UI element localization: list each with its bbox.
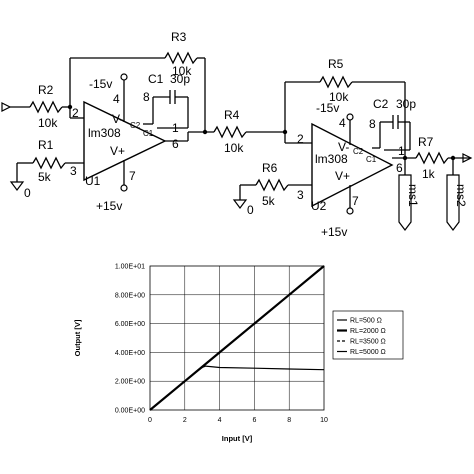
x-tick-label: 10 — [320, 417, 328, 424]
supply-pos-terminal — [120, 184, 128, 192]
r2-value: 10k — [38, 116, 58, 130]
x-tick-label: 8 — [287, 417, 291, 424]
comp1-label-2: C1 — [366, 155, 377, 164]
vminus-label-2: V- — [338, 140, 349, 154]
pin2-label-2: 2 — [297, 132, 304, 146]
ground-symbol-2 — [232, 199, 248, 209]
y-tick-label: 4.00E+00 — [115, 350, 145, 357]
supply-pos-label-2: +15v — [321, 225, 347, 239]
comp2-label: C2 — [130, 121, 141, 130]
supply-neg-label: -15v — [89, 77, 112, 91]
resistor-r5 — [319, 75, 353, 89]
r4-value: 10k — [224, 141, 244, 155]
resistor-r2 — [29, 100, 63, 114]
resistor-r1 — [32, 156, 66, 170]
vplus-label: V+ — [110, 144, 125, 158]
y-tick-label: 6.00E+00 — [115, 321, 145, 328]
pin7-label: 7 — [129, 169, 136, 183]
unit-label: U1 — [85, 174, 101, 188]
y-tick-label: 1.00E+01 — [115, 264, 145, 271]
pin4-label: 4 — [113, 92, 120, 106]
input-terminal — [1, 102, 12, 112]
stage1-circuit — [1, 51, 214, 192]
x-tick-label: 0 — [148, 417, 152, 424]
pin2-label: 2 — [72, 106, 79, 120]
x-axis-title: Input [V] — [222, 434, 253, 443]
y-tick-label: 2.00E+00 — [115, 379, 145, 386]
series-line-4 — [149, 265, 325, 411]
supply-pos-label: +15v — [96, 199, 122, 213]
output-terminal — [462, 153, 473, 163]
pin8-label: 8 — [143, 90, 150, 104]
ground-label: 0 — [24, 186, 31, 200]
r2-name: R2 — [38, 83, 54, 97]
supply-neg-label-2: -15v — [316, 101, 339, 115]
r7-name: R7 — [418, 135, 434, 149]
pin6-label: 6 — [172, 137, 179, 151]
pin3-label: 3 — [70, 164, 77, 178]
resistor-r3 — [164, 51, 198, 65]
pin7-label-2: 7 — [352, 194, 359, 208]
c1-name: C1 — [148, 72, 164, 86]
r4-name: R4 — [224, 108, 240, 122]
supply-pos-terminal-2 — [346, 207, 354, 215]
y-tick-label: 0.00E+00 — [115, 408, 145, 415]
probe-ms1-label: ms1 — [406, 184, 420, 207]
pin4-label-2: 4 — [339, 116, 346, 130]
pin1-label-2: 1 — [398, 144, 405, 158]
r6-value: 5k — [262, 194, 276, 208]
c1-value: 30p — [170, 72, 190, 86]
r6-name: R6 — [262, 161, 278, 175]
probe-ms2 — [446, 174, 460, 231]
unit-label-2: U2 — [311, 199, 327, 213]
output-vs-input-chart: 0 2 4 6 8 10 0.00E+00 2.00E+00 4.00E+00 6.00E+00 8… — [73, 264, 404, 443]
pin6-label-2: 6 — [396, 161, 403, 175]
comp2-label-2: C2 — [353, 147, 364, 156]
pin8-label-2: 8 — [369, 117, 376, 131]
opamp-label: lm308 — [88, 126, 121, 140]
r3-name: R3 — [171, 30, 187, 44]
legend-entry: RL=3500 Ω — [350, 339, 386, 346]
ground-symbol — [9, 181, 25, 191]
probe-ms2-label: ms2 — [454, 184, 468, 207]
supply-neg-terminal-2 — [346, 113, 354, 121]
legend-entry: RL=2000 Ω — [350, 328, 386, 335]
x-tick-label: 4 — [218, 417, 222, 424]
comp1-label: C1 — [143, 129, 154, 138]
circuit-labels: R3 10k R2 10k R1 5k C1 30p -15v +15v lm3… — [24, 30, 468, 239]
resistor-r6 — [255, 178, 289, 192]
resistor-r7 — [415, 151, 449, 165]
x-tick-label: 6 — [252, 417, 256, 424]
y-tick-label: 8.00E+00 — [115, 292, 145, 299]
c2-name: C2 — [373, 97, 389, 111]
y-axis-title: Output [V] — [73, 319, 82, 356]
probe-ms1 — [398, 174, 412, 231]
r7-value: 1k — [422, 167, 436, 181]
r3-value: 10k — [172, 64, 192, 78]
pin3-label-2: 3 — [297, 188, 304, 202]
r5-name: R5 — [328, 57, 344, 71]
resistor-r4 — [213, 125, 247, 139]
legend-entry: RL=5000 Ω — [350, 349, 386, 356]
r1-value: 5k — [38, 170, 52, 184]
ground-label-2: 0 — [247, 203, 254, 217]
x-tick-label: 2 — [183, 417, 187, 424]
vplus-label-2: V+ — [335, 169, 350, 183]
c2-value: 30p — [396, 97, 416, 111]
stage2-circuit — [232, 75, 473, 231]
r5-value: 10k — [329, 90, 349, 104]
r1-name: R1 — [38, 138, 54, 152]
legend-entry: RL=500 Ω — [350, 318, 382, 325]
opamp-u2 — [311, 122, 394, 208]
vminus-label: V- — [112, 112, 123, 126]
supply-neg-terminal — [120, 73, 128, 81]
pin1-label: 1 — [172, 121, 179, 135]
opamp-label-2: lm308 — [315, 152, 348, 166]
